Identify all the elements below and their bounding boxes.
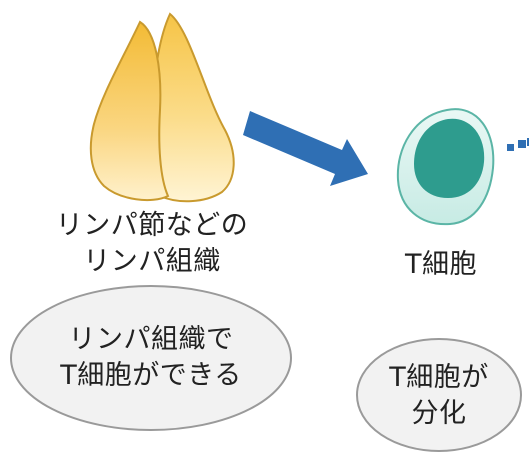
right-bubble — [356, 338, 522, 452]
right-bubble-text: T細胞が 分化 — [379, 360, 499, 432]
t-cell-label: T細胞 — [405, 249, 477, 280]
lymph-node-lobe-left — [89, 20, 170, 202]
left-bubble-text: リンパ組織で T細胞ができる — [41, 322, 261, 394]
dotted-arrow-icon — [507, 138, 529, 151]
left-bubble — [10, 285, 292, 431]
right-bubble-line1: T細胞が — [389, 362, 489, 393]
right-arrow-icon — [243, 111, 368, 186]
lymph-tissue-label-line1: リンパ節などの — [55, 210, 249, 241]
left-bubble-line2: T細胞ができる — [60, 360, 242, 391]
lymph-tissue-label: リンパ節などの リンパ組織 — [42, 208, 262, 280]
t-cell-icon — [396, 108, 495, 226]
t-cell-nucleus — [414, 118, 485, 198]
right-bubble-line2: 分化 — [411, 398, 467, 429]
left-bubble-line1: リンパ組織で — [68, 324, 234, 355]
lymph-tissue-label-line2: リンパ組織 — [83, 246, 221, 277]
lymph-node-icon — [89, 12, 235, 203]
